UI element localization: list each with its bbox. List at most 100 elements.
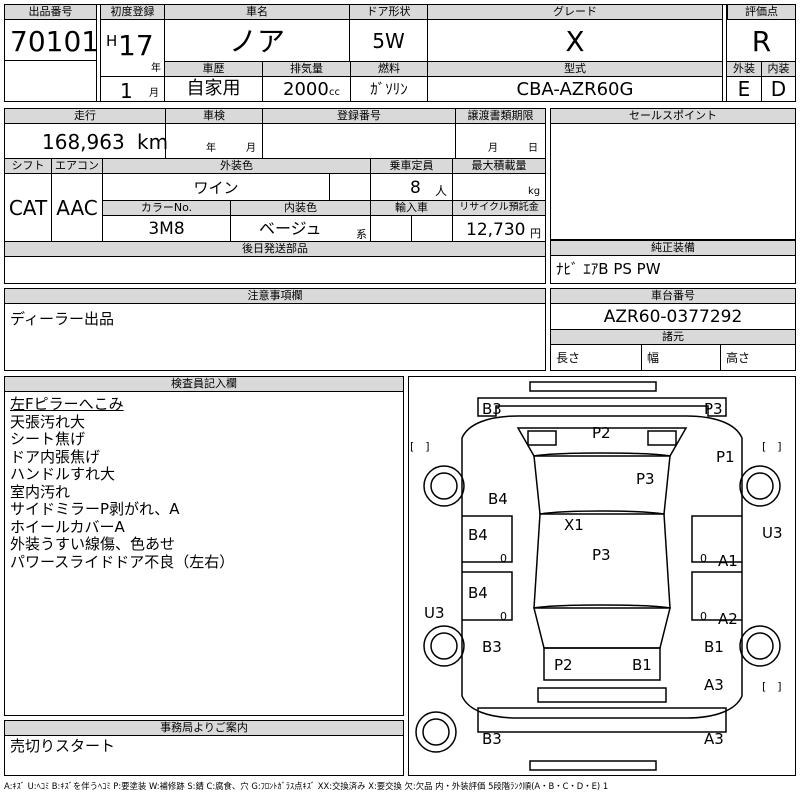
load-unit: kg (528, 186, 541, 197)
chassis-label: 車台番号 (550, 288, 796, 304)
mark-p3-top-right: P3 (704, 400, 723, 418)
inspector-list: 左Fピラーへこみ 天張汚れ大 シート焦げ ドア内張焦げ ハンドルすれ大 室内汚れ… (10, 395, 400, 571)
inspector-line: 左Fピラーへこみ (10, 395, 124, 413)
model: CBA-AZR60G (516, 79, 634, 100)
load-label: 最大積載量 (452, 158, 546, 174)
inspector-line: ホイールカバーA (10, 517, 125, 536)
int-score: D (770, 77, 787, 101)
caution-text: ディーラー出品 (10, 310, 114, 328)
bracket-mark: [ ] (762, 680, 782, 693)
first-reg-label: 初度登録 (100, 4, 165, 20)
mark-b1-rear: B1 (632, 656, 652, 674)
reg-no-label: 登録番号 (262, 108, 456, 124)
transfer-day: 日 (528, 143, 538, 154)
mark-b3-left-lower: B3 (482, 638, 502, 656)
mark-b4-left-upper: B4 (488, 490, 508, 508)
inspector-line: パワースライドドア不良（左右） (10, 552, 235, 571)
inspector-line: 外装うすい線傷、色あせ (10, 535, 176, 553)
int-label: 内装 (761, 61, 796, 77)
legend-text: A:ｷｽﾞ U:ﾍｺﾐ B:ｷｽﾞを伴うﾍｺﾐ P:要塗装 W:補修跡 S:錆 … (4, 781, 609, 791)
bracket-mark: [ ] (410, 440, 430, 453)
zero-mark: 0 (700, 552, 707, 565)
score-label: 評価点 (727, 4, 796, 20)
inspector-line: 室内汚れ (10, 482, 71, 501)
shift: CAT (8, 196, 48, 220)
mark-b3-top-left: B3 (482, 400, 502, 418)
displacement: 2000 (283, 79, 329, 100)
exterior-color-label: 外装色 (102, 158, 371, 174)
shift-label: シフト (4, 158, 52, 174)
lot-no: 70101 (10, 25, 100, 58)
exterior-color: ワイン (193, 179, 239, 197)
history-label: 車歴 (164, 61, 263, 77)
displacement-unit: cc (329, 87, 340, 98)
mark-p3-roof: P3 (592, 546, 611, 564)
zero-mark: 0 (500, 552, 507, 565)
lot-no-label: 出品番号 (4, 4, 97, 20)
dims-label: 諸元 (550, 329, 796, 345)
inspection-month: 月 (246, 143, 256, 154)
inspector-line: シート焦げ (10, 430, 86, 448)
inspector-line: 天張汚れ大 (10, 412, 86, 431)
car-name: ノア (228, 25, 285, 58)
recycle-unit: 円 (530, 227, 541, 240)
mark-p1-right: P1 (716, 448, 735, 466)
mark-b3-bottom-left: B3 (482, 730, 502, 748)
model-label: 型式 (427, 61, 723, 77)
inspector-line: サイドミラーP剥がれ、A (10, 500, 180, 518)
mark-a3-bottom-right: A3 (704, 730, 724, 748)
interior-color-suffix: 系 (356, 228, 367, 241)
inspector-label: 検査員記入欄 (4, 376, 404, 392)
history: 自家用 (186, 78, 241, 99)
mark-b4-left-door1: B4 (468, 526, 488, 544)
interior-color: ベージュ (259, 219, 322, 238)
car-diagram: B3 P3 P2 P1 P3 B4 X1 U3 B4 P3 A1 B4 U3 A… (410, 381, 783, 771)
month-unit: 月 (149, 88, 159, 99)
era: H (106, 32, 118, 50)
caution-label: 注意事項欄 (4, 288, 546, 304)
width-label: 幅 (647, 351, 660, 365)
ac: AAC (56, 196, 98, 220)
office-text: 売切りスタート (10, 737, 116, 755)
grade-label: グレード (427, 4, 723, 20)
sales-points-label: セールスポイント (550, 108, 796, 124)
bracket-mark: [ ] (762, 440, 782, 453)
door-type: 5W (372, 29, 405, 53)
genuine-label: 純正装備 (550, 240, 796, 256)
inspector-line: ハンドルすれ大 (10, 465, 116, 483)
mark-u3-right: U3 (762, 524, 783, 542)
displacement-label: 排気量 (262, 61, 351, 77)
mark-a1-right: A1 (718, 552, 738, 570)
color-no-label: カラーNo. (102, 200, 231, 216)
height-label: 高さ (726, 351, 751, 365)
later-parts-label: 後日発送部品 (4, 241, 546, 257)
mark-a2-right: A2 (718, 610, 738, 628)
capacity-label: 乗車定員 (370, 158, 453, 174)
inspection-label: 車検 (165, 108, 263, 124)
color-no: 3M8 (148, 219, 185, 239)
score: R (751, 25, 772, 58)
door-label: ドア形状 (349, 4, 428, 20)
ext-label: 外装 (726, 61, 762, 77)
length-label: 長さ (556, 351, 581, 365)
mark-u3-left: U3 (424, 604, 445, 622)
mark-p2-rear: P2 (554, 656, 573, 674)
zero-mark: 0 (700, 610, 707, 623)
fuel: ｶﾞｿﾘﾝ (370, 80, 408, 98)
car-diagram-box (408, 376, 796, 776)
mileage-unit: km (137, 130, 169, 154)
inspector-line: ドア内張焦げ (10, 447, 101, 466)
grade: X (565, 25, 585, 58)
car-name-label: 車名 (164, 4, 350, 20)
mark-x1-center: X1 (564, 516, 584, 534)
mark-b4-left-door2: B4 (468, 584, 488, 602)
mark-p2-windshield: P2 (592, 424, 611, 442)
mark-a3-right-lower: A3 (704, 676, 724, 694)
sales-points-box (550, 108, 796, 240)
zero-mark: 0 (500, 610, 507, 623)
mileage-label: 走行 (4, 108, 166, 124)
chassis-number: AZR60-0377292 (603, 307, 743, 327)
first-reg-year: 17 (118, 29, 154, 62)
first-reg-month: 1 (120, 79, 133, 103)
recycle-label: リサイクル預託金 (452, 200, 546, 216)
